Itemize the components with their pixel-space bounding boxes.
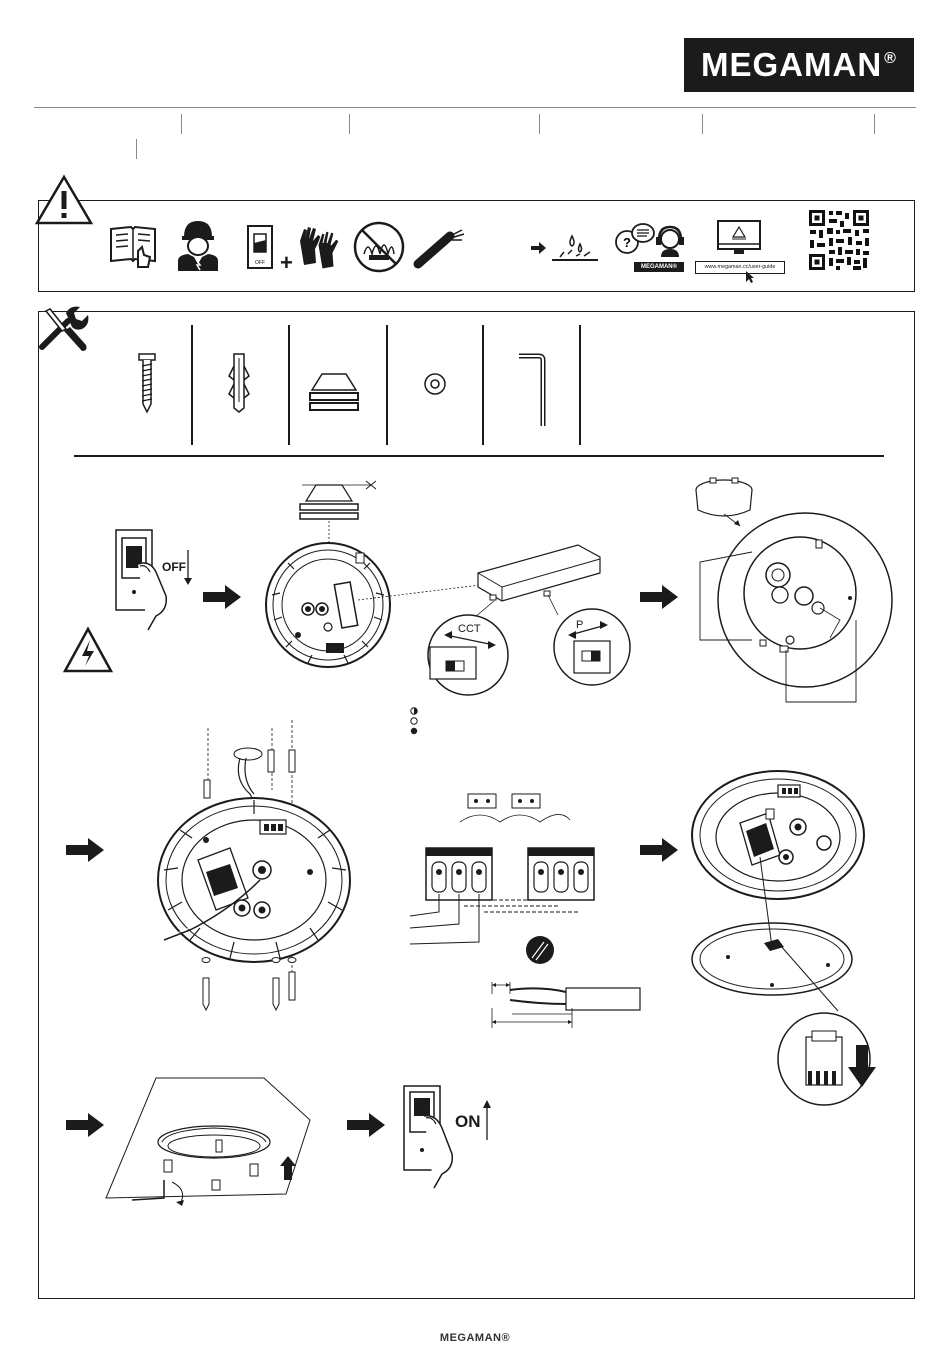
dip-legend [408,706,420,738]
electrician-icon [172,217,224,273]
warning-triangle-icon [34,174,94,226]
step-arrow-icon [347,1113,385,1137]
header-tick [539,114,540,134]
header-tick [181,114,182,134]
cable-icon [414,226,468,268]
website-text: www.megaman.cc/user-guide [705,264,776,270]
electric-hazard-icon [62,626,114,674]
cct-label: CCT [458,623,481,635]
down-arrow-icon [183,550,193,586]
support-badge-text: MEGAMAN® [641,264,677,270]
brand-name: MEGAMAN [701,46,882,84]
warning-box [38,200,915,292]
step-arrow-icon [203,585,241,609]
wall-plug-icon [226,352,252,414]
screw-part-icon [136,352,158,414]
plus-sign: + [280,250,293,276]
cover-connect-illustration [688,765,898,1115]
parts-divider [191,325,193,445]
fixture-mounting-illustration [150,720,360,1020]
parts-divider [288,325,290,445]
brand-logo: MEGAMAN® [684,38,914,92]
base-plate-driver-illustration [258,475,608,695]
junction-box-mount-illustration [690,470,900,710]
final-fix-illustration [104,1076,314,1206]
washer-icon [423,372,447,396]
support-badge: MEGAMAN® [634,262,684,272]
website-link[interactable]: www.megaman.cc/user-guide [695,261,785,274]
switch-off-icon: OFF [246,224,276,270]
header-tick [349,114,350,134]
headset-icon [653,224,687,258]
read-manual-icon [108,221,158,271]
step-arrow-icon [66,1113,104,1137]
tools-icon [36,303,92,353]
section-rule [74,455,884,457]
water-drops-icon [550,230,600,268]
power-label: P [576,619,583,631]
parts-divider [482,325,484,445]
gloves-icon [294,221,344,271]
parts-divider [579,325,581,445]
on-label: ON [455,1112,481,1132]
light-switch-off-illustration [108,520,188,632]
grommet-icon [306,372,362,416]
arrow-right-icon [531,242,547,254]
allen-key-icon [515,352,551,428]
footer-brand: MEGAMAN® [0,1332,950,1344]
brand-reg: ® [884,50,897,68]
qr-code[interactable] [808,209,870,271]
light-switch-on-illustration [396,1078,476,1190]
step-arrow-icon [640,585,678,609]
switch-off-text: OFF [255,260,265,266]
terminal-wiring-illustration [400,782,650,1042]
up-arrow-icon [482,1100,492,1140]
no-insulation-icon [352,220,406,274]
header-rule [34,107,916,108]
header-tick [874,114,875,134]
step-arrow-icon [66,838,104,862]
cursor-icon [745,270,755,284]
header-tick [136,139,137,159]
header-tick [702,114,703,134]
parts-divider [386,325,388,445]
monitor-icon [716,219,762,257]
